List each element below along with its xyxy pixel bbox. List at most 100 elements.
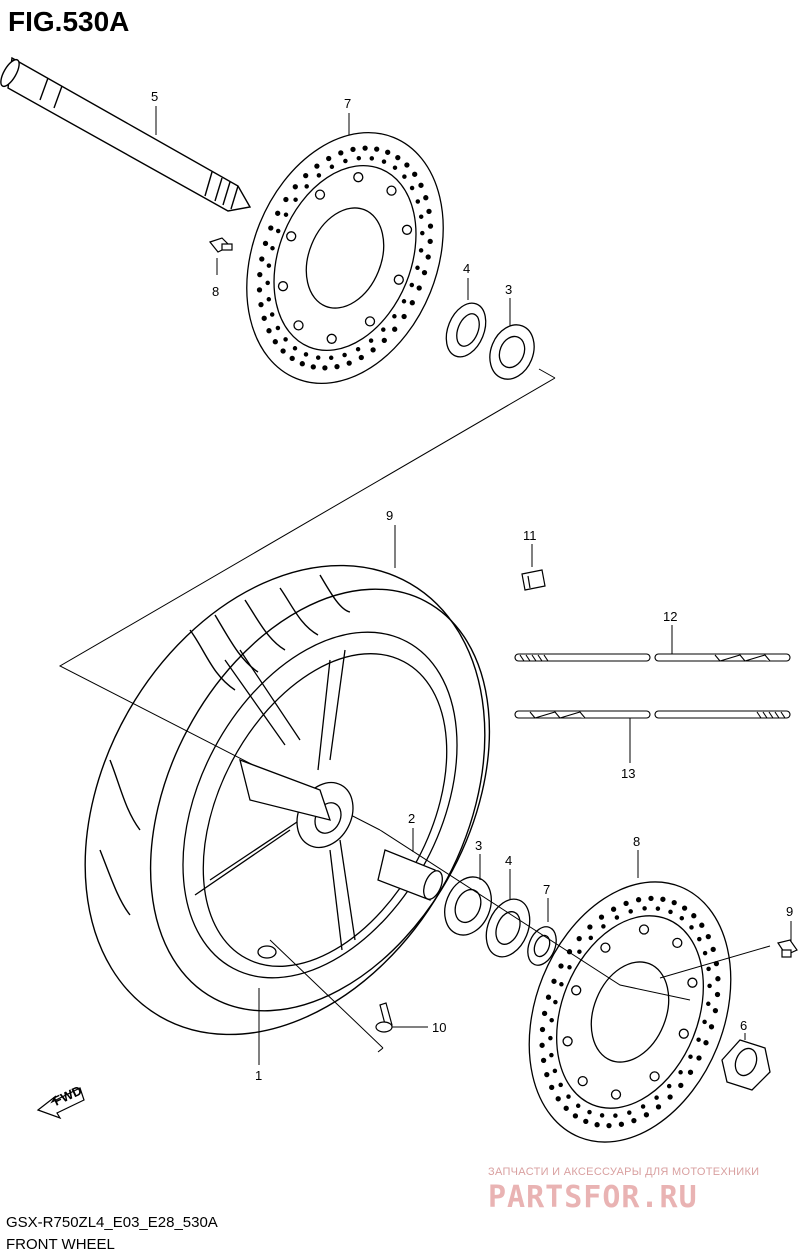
disc-hole	[640, 1104, 646, 1109]
bearing-lower-drawing	[444, 876, 492, 936]
disc-hole	[381, 337, 387, 344]
disc-hole	[374, 146, 380, 152]
figure-title: FIG.530A	[8, 6, 130, 37]
disc-hole	[416, 285, 422, 291]
disc-hole	[418, 248, 424, 253]
disc-hole	[256, 287, 263, 293]
callout-8-lower: 8	[633, 834, 640, 849]
model-code: GSX-R750ZL4_E03_E28_530A	[6, 1214, 218, 1231]
spacer-drawing	[377, 849, 443, 901]
disc-hole	[283, 337, 288, 342]
callout-3-upper: 3	[505, 282, 512, 297]
disc-hole	[566, 1094, 571, 1099]
disc-hole	[598, 914, 605, 920]
disc-hole	[688, 1054, 693, 1059]
disc-rivet	[386, 185, 397, 196]
disc-hole	[401, 299, 407, 304]
disc-hole	[703, 1040, 709, 1046]
disc-hole	[392, 314, 397, 319]
disc-hole	[270, 245, 275, 251]
disc-hole	[420, 230, 425, 236]
disc-hole	[385, 149, 391, 155]
disc-hole	[362, 145, 368, 151]
disc-hole	[544, 1071, 550, 1078]
disc-hole	[654, 1095, 659, 1100]
disc-hole	[402, 174, 407, 179]
disc-hole	[299, 361, 305, 367]
watermark-logo: PARTSFOR.RU	[488, 1180, 698, 1215]
disc-hole	[316, 173, 322, 178]
disc-hole	[265, 280, 270, 286]
disc-hole	[539, 1042, 545, 1048]
disc-hole	[668, 909, 673, 915]
disc-rivet	[577, 1075, 588, 1087]
disc-hole	[655, 1104, 662, 1110]
disc-rivet	[353, 172, 364, 183]
disc-hole	[702, 1019, 707, 1025]
assembly-guide-lower	[379, 829, 691, 1001]
collar-drawing	[527, 926, 557, 966]
callout-12: 11	[523, 528, 537, 543]
disc-hole	[257, 271, 263, 278]
disc-hole	[572, 1113, 579, 1119]
disc-hole	[610, 906, 617, 912]
disc-hole	[283, 212, 289, 217]
disc-hole	[681, 905, 688, 911]
disc-hole	[275, 325, 281, 331]
disc-hole	[587, 1109, 592, 1115]
disc-hole	[548, 1035, 553, 1041]
disc-hole	[559, 982, 564, 987]
disc-hole	[412, 171, 418, 177]
disc-hole	[708, 1024, 715, 1030]
disc-rivet	[638, 924, 650, 935]
disc-hole	[266, 263, 272, 268]
disc-hole	[343, 158, 348, 164]
disc-hole	[539, 1026, 546, 1033]
disc-hole	[303, 172, 309, 179]
callout-numbers: 5 7 8 4 3 9 11 12 13 2 3 4 7 8 9 6 10 1	[151, 89, 793, 1083]
disc-hole	[627, 1110, 632, 1115]
disc-hole	[381, 159, 387, 164]
disc-rivet	[293, 320, 304, 331]
disc-hole	[404, 162, 410, 168]
disc-hole	[705, 933, 711, 940]
disc-hole	[555, 1096, 561, 1102]
disc-hole	[623, 900, 629, 907]
disc-hole	[643, 1112, 650, 1118]
disc-hole	[369, 156, 375, 161]
disc-hole	[671, 899, 677, 906]
disc-hole	[635, 897, 642, 903]
tape-lower-drawing	[514, 710, 791, 719]
disc-hole	[409, 185, 415, 191]
disc-hole	[549, 1052, 554, 1058]
disc-hole	[697, 936, 702, 942]
disc-hole	[350, 146, 356, 153]
disc-hole	[342, 352, 347, 358]
disc-hole	[283, 196, 289, 203]
disc-rivet	[678, 1028, 689, 1039]
disc-hole	[631, 1117, 637, 1124]
disc-hole	[614, 915, 620, 920]
disc-rivet	[393, 274, 404, 285]
disc-hole	[714, 991, 721, 998]
disc-hole	[425, 254, 431, 260]
disc-hole	[558, 963, 564, 969]
brake-disc-upper-drawing	[246, 131, 444, 385]
disc-hole	[259, 256, 265, 262]
disc-hole	[418, 214, 424, 219]
disc-hole	[707, 983, 712, 989]
disc-hole	[346, 360, 352, 366]
disc-hole	[655, 906, 661, 911]
disc-hole	[601, 924, 606, 929]
disc-hole	[258, 301, 264, 308]
disc-hole	[689, 925, 694, 930]
valve-drawing	[375, 1002, 393, 1033]
disc-hole	[381, 327, 386, 332]
disc-hole	[289, 355, 295, 362]
disc-hole	[409, 300, 415, 306]
disc-hole	[314, 163, 320, 169]
callout-5: 5	[151, 89, 158, 104]
watermark-tagline: ЗАПЧАСТИ И АКСЕССУАРЫ ДЛЯ МОТОТЕХНИКИ	[488, 1166, 760, 1178]
disc-hole	[370, 347, 376, 353]
disc-hole	[576, 935, 582, 942]
